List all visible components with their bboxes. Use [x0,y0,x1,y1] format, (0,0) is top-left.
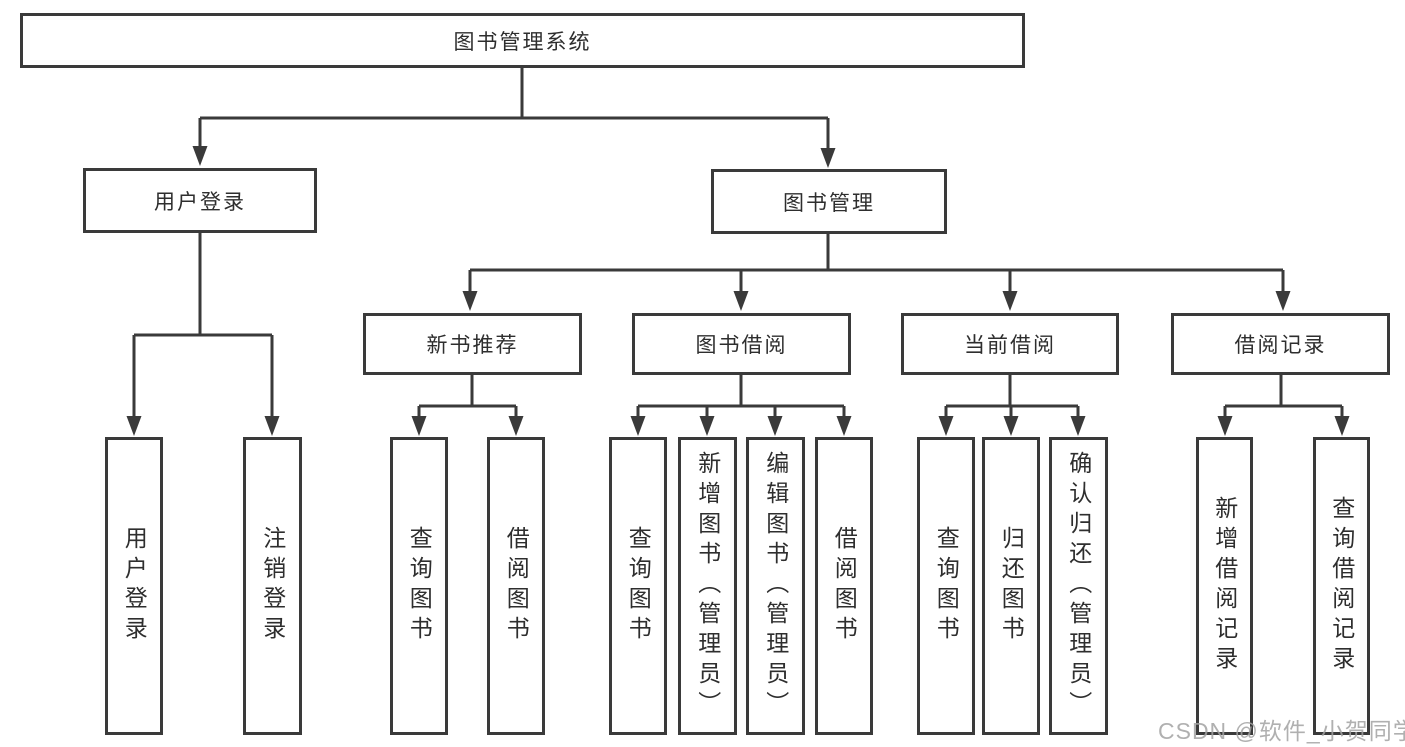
leaf-borrow-book: 借阅图书 [815,437,873,735]
node-book-management: 图书管理 [711,169,947,234]
leaf-user-login-label: 用户登录 [121,526,148,646]
leaf-logout-label: 注销登录 [259,526,286,646]
arrow-down-icon [938,416,954,436]
arrow-down-icon [1070,416,1086,436]
leaf-add-book-admin-label: 新增图书（管理员） [694,451,721,721]
leaf-borrow-book-label: 借阅图书 [831,526,858,646]
arrow-down-icon [462,291,478,311]
leaf-return-book-label: 归还图书 [998,526,1025,646]
leaf-query-borrow-record-label: 查询借阅记录 [1328,496,1355,676]
leaf-query-book-current: 查询图书 [917,437,975,735]
leaf-user-login: 用户登录 [105,437,163,735]
leaf-query-book-borrow: 查询图书 [609,437,667,735]
leaf-edit-book-admin: 编辑图书（管理员） [746,437,805,735]
leaf-borrow-book-recommend-label: 借阅图书 [503,526,530,646]
node-user-login: 用户登录 [83,168,317,233]
node-current-borrowing: 当前借阅 [901,313,1119,375]
leaf-confirm-return-admin-label: 确认归还（管理员） [1065,451,1092,721]
leaf-add-borrow-record-label: 新增借阅记录 [1211,496,1238,676]
leaf-confirm-return-admin: 确认归还（管理员） [1049,437,1108,735]
arrow-down-icon [1334,416,1350,436]
node-library-system-label: 图书管理系统 [453,30,592,54]
node-borrowing-records-label: 借阅记录 [1234,334,1327,357]
leaf-add-book-admin: 新增图书（管理员） [678,437,737,735]
node-library-system: 图书管理系统 [20,13,1025,68]
node-user-login-label: 用户登录 [154,190,246,214]
arrow-down-icon [1002,291,1018,311]
arrow-down-icon [733,291,749,311]
arrow-down-icon [192,146,208,166]
node-book-management-label: 图书管理 [783,191,875,215]
arrow-down-icon [699,416,715,436]
node-borrowing-records: 借阅记录 [1171,313,1390,375]
arrow-down-icon [264,416,280,436]
arrow-down-icon [411,416,427,436]
leaf-edit-book-admin-label: 编辑图书（管理员） [762,451,789,721]
arrow-down-icon [1003,416,1019,436]
leaf-query-borrow-record: 查询借阅记录 [1313,437,1370,735]
node-book-borrowing: 图书借阅 [632,313,851,375]
arrow-down-icon [126,416,142,436]
node-book-borrowing-label: 图书借阅 [695,334,788,357]
node-new-book-recommend-label: 新书推荐 [426,334,519,357]
node-new-book-recommend: 新书推荐 [363,313,582,375]
leaf-query-book-recommend: 查询图书 [390,437,448,735]
leaf-logout: 注销登录 [243,437,302,735]
arrow-down-icon [836,416,852,436]
leaf-query-book-borrow-label: 查询图书 [625,526,652,646]
arrow-down-icon [508,416,524,436]
leaf-return-book: 归还图书 [982,437,1040,735]
leaf-borrow-book-recommend: 借阅图书 [487,437,545,735]
node-current-borrowing-label: 当前借阅 [964,334,1056,357]
leaf-query-book-recommend-label: 查询图书 [406,526,433,646]
arrow-down-icon [1217,416,1233,436]
leaf-add-borrow-record: 新增借阅记录 [1196,437,1253,735]
csdn-watermark: CSDN @软件_小贺同学 [1158,718,1405,744]
arrow-down-icon [1275,291,1291,311]
arrow-down-icon [820,148,836,168]
leaf-query-book-current-label: 查询图书 [933,526,960,646]
arrow-down-icon [630,416,646,436]
arrow-down-icon [767,416,783,436]
